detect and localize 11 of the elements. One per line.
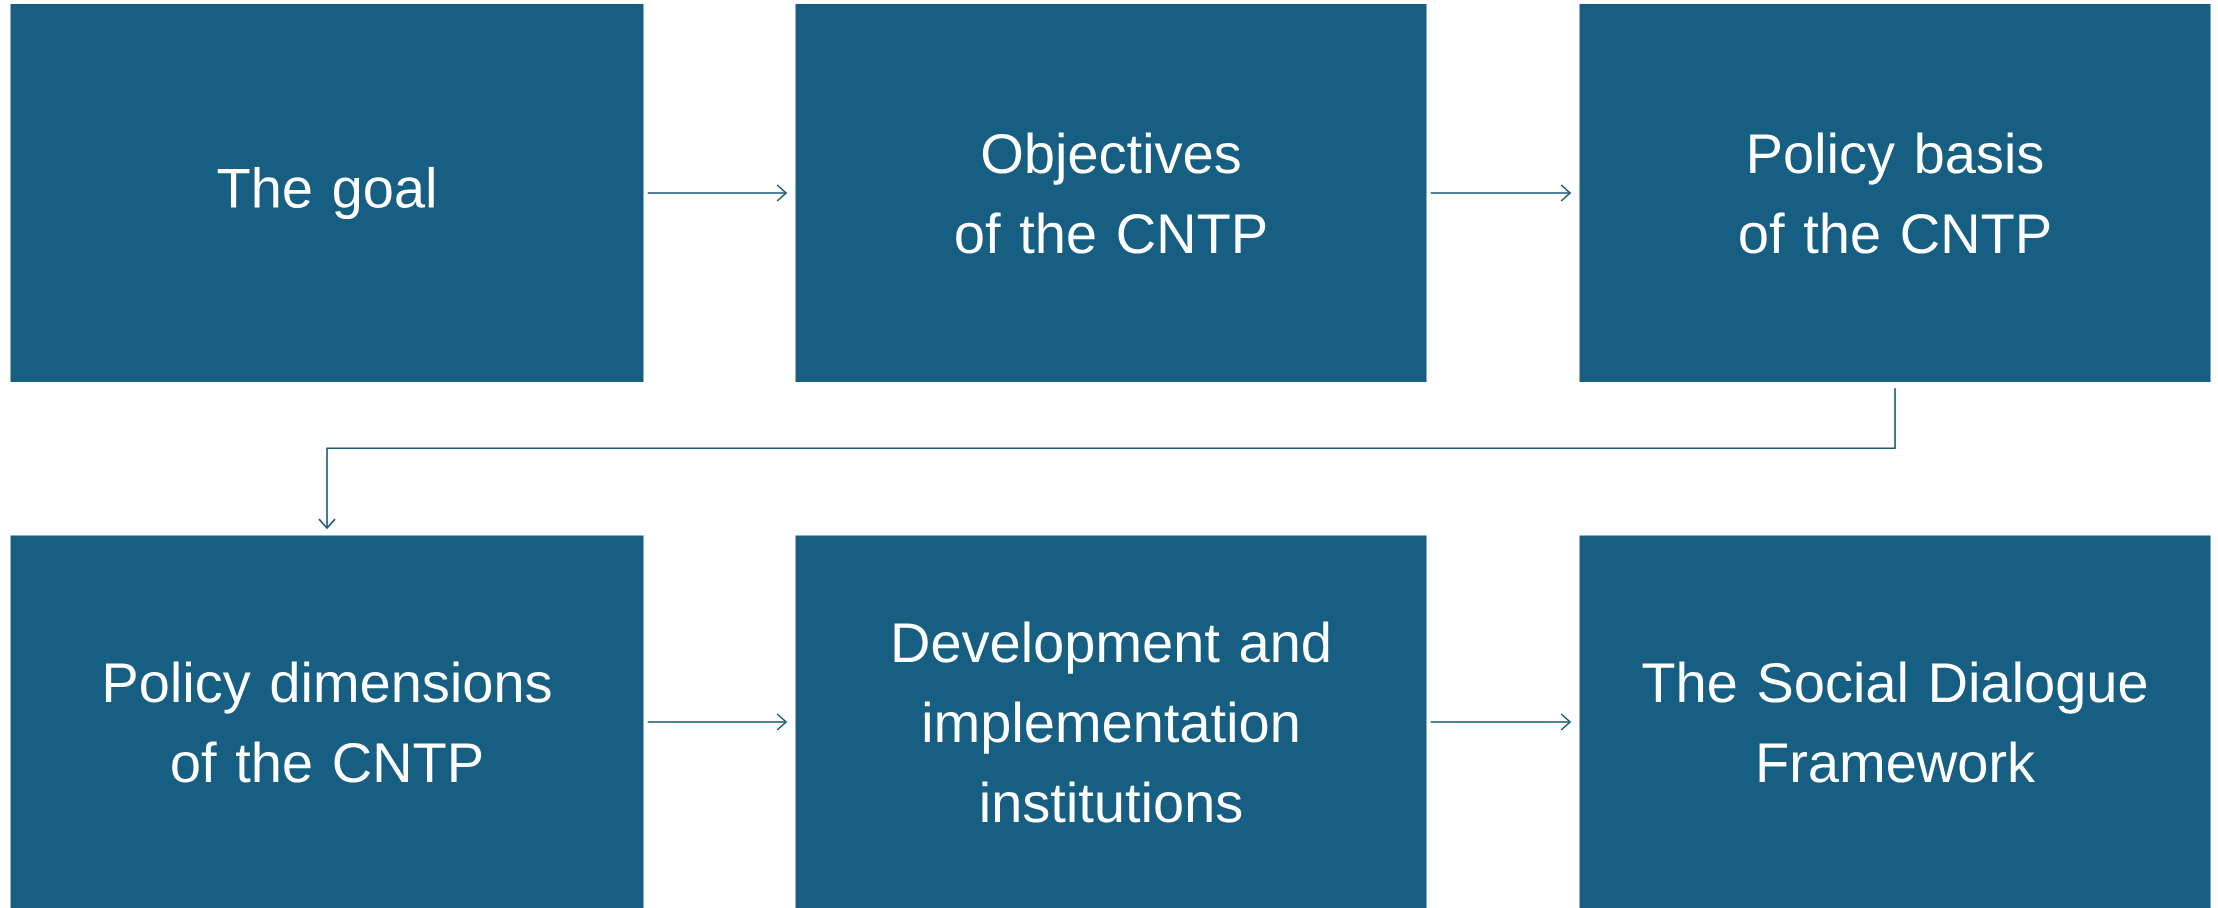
arrow xyxy=(646,184,788,202)
process-box: The goal xyxy=(10,4,644,382)
arrow xyxy=(1429,184,1572,202)
process-box: Development and implementation institutions xyxy=(795,535,1427,908)
arrow xyxy=(1429,713,1572,731)
arrow xyxy=(646,713,788,731)
arrow xyxy=(318,387,1896,530)
process-box: Policy dimensions of the CNTP xyxy=(10,535,644,908)
process-box: Policy basis of the CNTP xyxy=(1579,4,2211,382)
process-box: The Social Dialogue Framework xyxy=(1579,535,2211,908)
process-box: Objectives of the CNTP xyxy=(795,4,1427,382)
